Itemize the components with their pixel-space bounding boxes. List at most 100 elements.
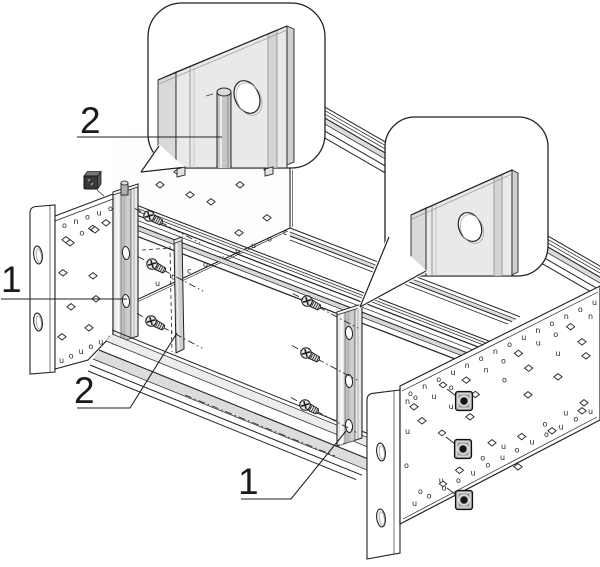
svg-text:u: u [529, 438, 534, 447]
svg-text:n: n [405, 397, 410, 406]
svg-text:u: u [59, 356, 64, 365]
svg-text:n: n [235, 247, 240, 256]
svg-text:u: u [450, 368, 455, 377]
svg-text:o: o [515, 445, 520, 454]
svg-text:u: u [521, 333, 526, 342]
mounting-screw [292, 293, 359, 329]
mounting-screw [137, 256, 204, 292]
svg-text:o: o [485, 461, 490, 470]
svg-text:n: n [74, 217, 79, 226]
svg-text:u: u [559, 422, 564, 431]
svg-text:u: u [98, 338, 103, 347]
svg-text:u: u [563, 408, 568, 417]
svg-text:o: o [573, 415, 578, 424]
leader-line-profile-right [241, 430, 347, 500]
svg-text:o: o [88, 342, 93, 351]
svg-text:o: o [449, 383, 454, 392]
svg-text:o: o [507, 340, 512, 349]
svg-text:o: o [404, 461, 409, 470]
right-rack-ear [376, 442, 386, 528]
svg-text:u: u [405, 427, 410, 436]
svg-text:o: o [267, 234, 272, 243]
svg-text:o: o [427, 491, 432, 500]
svg-text:o: o [502, 376, 507, 385]
svg-text:n: n [484, 365, 489, 374]
detail-callout-right [357, 116, 549, 310]
svg-text:n: n [422, 382, 427, 391]
svg-text:o: o [578, 305, 583, 314]
svg-text:u: u [79, 347, 84, 356]
svg-text:u: u [251, 241, 256, 250]
label-detail-top: 2 [80, 100, 101, 141]
label-pin-exploded: 2 [74, 370, 95, 411]
mounting-profile-left [112, 180, 139, 345]
screws-left [134, 208, 204, 349]
svg-text:n: n [535, 326, 540, 335]
svg-text:o: o [550, 319, 555, 328]
svg-text:u: u [471, 468, 476, 477]
svg-text:o: o [62, 221, 67, 230]
svg-text:u: u [439, 476, 444, 485]
captive-nut [437, 429, 473, 460]
svg-text:o: o [69, 351, 74, 360]
mounting-screw [134, 208, 201, 244]
profile-detail-hole [410, 169, 519, 276]
label-profile-left: 1 [1, 259, 22, 300]
svg-text:u: u [592, 298, 597, 307]
svg-text:u: u [155, 279, 160, 288]
svg-text:o: o [171, 273, 176, 282]
svg-text:u: u [97, 208, 102, 217]
screws-right [290, 293, 359, 433]
svg-text:o: o [85, 213, 90, 222]
mounting-screw [136, 313, 203, 349]
svg-text:u: u [441, 484, 446, 493]
svg-text:o: o [456, 476, 461, 485]
guide-pin-detail [216, 87, 232, 168]
svg-text:u: u [431, 392, 436, 401]
svg-text:n: n [493, 347, 498, 356]
left-side-panel: onouoouououu [29, 193, 114, 375]
bottom-front-rails [87, 329, 368, 481]
left-rack-ear [33, 245, 43, 332]
mounting-screw [290, 397, 357, 433]
svg-text:u: u [536, 339, 541, 348]
mounting-profile-right [336, 303, 363, 447]
svg-text:o: o [413, 393, 418, 402]
svg-text:o: o [203, 260, 208, 269]
guide-pin-exploded [141, 236, 185, 354]
svg-text:o: o [553, 330, 558, 339]
svg-text:o: o [479, 354, 484, 363]
svg-text:n: n [564, 312, 569, 321]
svg-text:n: n [588, 312, 593, 321]
right-side-panel: onounonounonouuonouonuouuouououououououo… [366, 285, 600, 560]
svg-text:o: o [79, 228, 84, 237]
captive-nut [438, 381, 474, 412]
leader-line-pin-exploded [77, 332, 178, 409]
drawing-art: uocounuoconouoouououuonounonounonouuonou… [29, 2, 600, 560]
svg-text:u: u [555, 349, 560, 358]
svg-text:o: o [418, 487, 423, 496]
svg-text:u: u [588, 407, 593, 416]
svg-text:u: u [500, 453, 505, 462]
svg-text:o: o [501, 357, 506, 366]
profile-detail-with-pin [157, 25, 295, 168]
mounting-screw [291, 345, 358, 381]
svg-text:o: o [108, 204, 113, 213]
svg-text:o: o [436, 375, 441, 384]
label-profile-right: 1 [238, 461, 259, 502]
svg-text:c: c [187, 266, 191, 275]
captive-nut [438, 480, 474, 511]
labels-layer: 2 1 2 1 [1, 100, 347, 502]
detail-callout-left [138, 2, 326, 178]
svg-text:o: o [543, 420, 548, 429]
svg-text:o: o [480, 453, 485, 462]
svg-text:o: o [408, 389, 413, 398]
svg-text:u: u [501, 442, 506, 451]
svg-text:u: u [412, 499, 417, 508]
svg-text:c: c [283, 228, 287, 237]
svg-text:o: o [544, 430, 549, 439]
svg-text:n: n [465, 361, 470, 370]
svg-text:u: u [449, 402, 454, 411]
